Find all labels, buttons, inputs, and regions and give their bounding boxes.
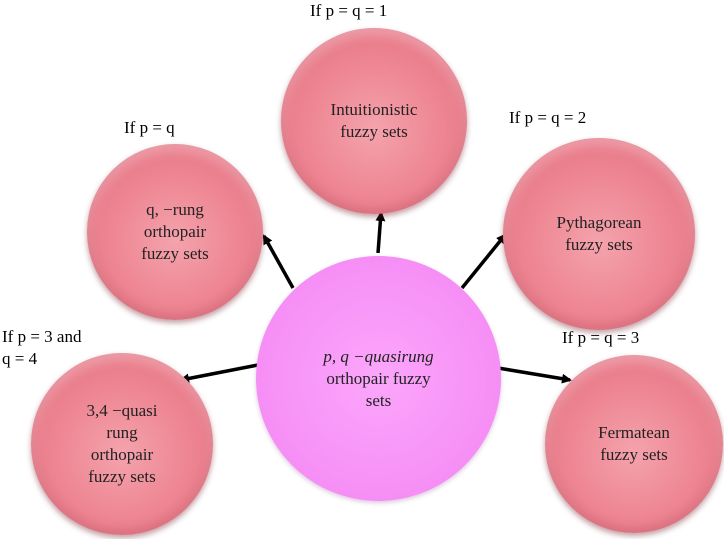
center-label-line-1: p, q −quasirung xyxy=(323,346,434,366)
center-label-line-3: sets xyxy=(365,390,392,410)
arrow-to-intuitionistic xyxy=(375,211,386,254)
center-node-pq-quasirung: p, q −quasirung orthopair fuzzy sets xyxy=(256,256,501,501)
qrung-label-line-2: orthopair xyxy=(143,222,207,241)
condition-quasi34: If p = 3 and q = 4 xyxy=(2,326,81,370)
center-label-line-2: orthopair fuzzy xyxy=(326,368,431,388)
fermatean-label-line-2: fuzzy sets xyxy=(600,445,668,464)
condition-fermatean: If p = q = 3 xyxy=(562,328,640,347)
node-3-4-quasirung-orthopair-fuzzy-sets: 3,4 −quasi rung orthopair fuzzy sets xyxy=(31,353,213,535)
condition-quasi34-line-2: q = 4 xyxy=(2,349,38,368)
quasi34-label-line-4: fuzzy sets xyxy=(88,467,156,486)
qrung-label-line-3: fuzzy sets xyxy=(141,244,209,263)
node-qrung-orthopair-fuzzy-sets: q, −rung orthopair fuzzy sets xyxy=(87,144,263,320)
condition-quasi34-line-1: If p = 3 and xyxy=(2,327,82,346)
qrung-label-line-1: q, −rung xyxy=(146,200,204,219)
node-intuitionistic-fuzzy-sets: Intuitionistic fuzzy sets xyxy=(281,28,467,214)
condition-qrung: If p = q xyxy=(124,118,175,137)
quasi34-label-line-1: 3,4 −quasi xyxy=(86,401,158,420)
pythagorean-label-line-2: fuzzy sets xyxy=(565,235,633,254)
fermatean-label-line-1: Fermatean xyxy=(598,423,670,442)
condition-pythagorean: If p = q = 2 xyxy=(509,108,587,127)
arrow-to-quasi34 xyxy=(179,363,259,384)
intuitionistic-label-line-1: Intuitionistic xyxy=(330,100,418,119)
arrow-to-qrung xyxy=(262,234,295,289)
condition-intuitionistic: If p = q = 1 xyxy=(310,1,388,20)
intuitionistic-label-line-2: fuzzy sets xyxy=(340,122,408,141)
quasi34-label-line-2: rung xyxy=(106,423,138,442)
node-pythagorean-fuzzy-sets: Pythagorean fuzzy sets xyxy=(503,138,695,330)
arrow-to-pythagorean xyxy=(460,233,507,290)
arrow-to-fermatean xyxy=(497,366,572,384)
pythagorean-label-line-1: Pythagorean xyxy=(556,213,642,232)
quasi34-label-line-3: orthopair xyxy=(90,445,154,464)
node-fermatean-fuzzy-sets: Fermatean fuzzy sets xyxy=(545,355,723,533)
